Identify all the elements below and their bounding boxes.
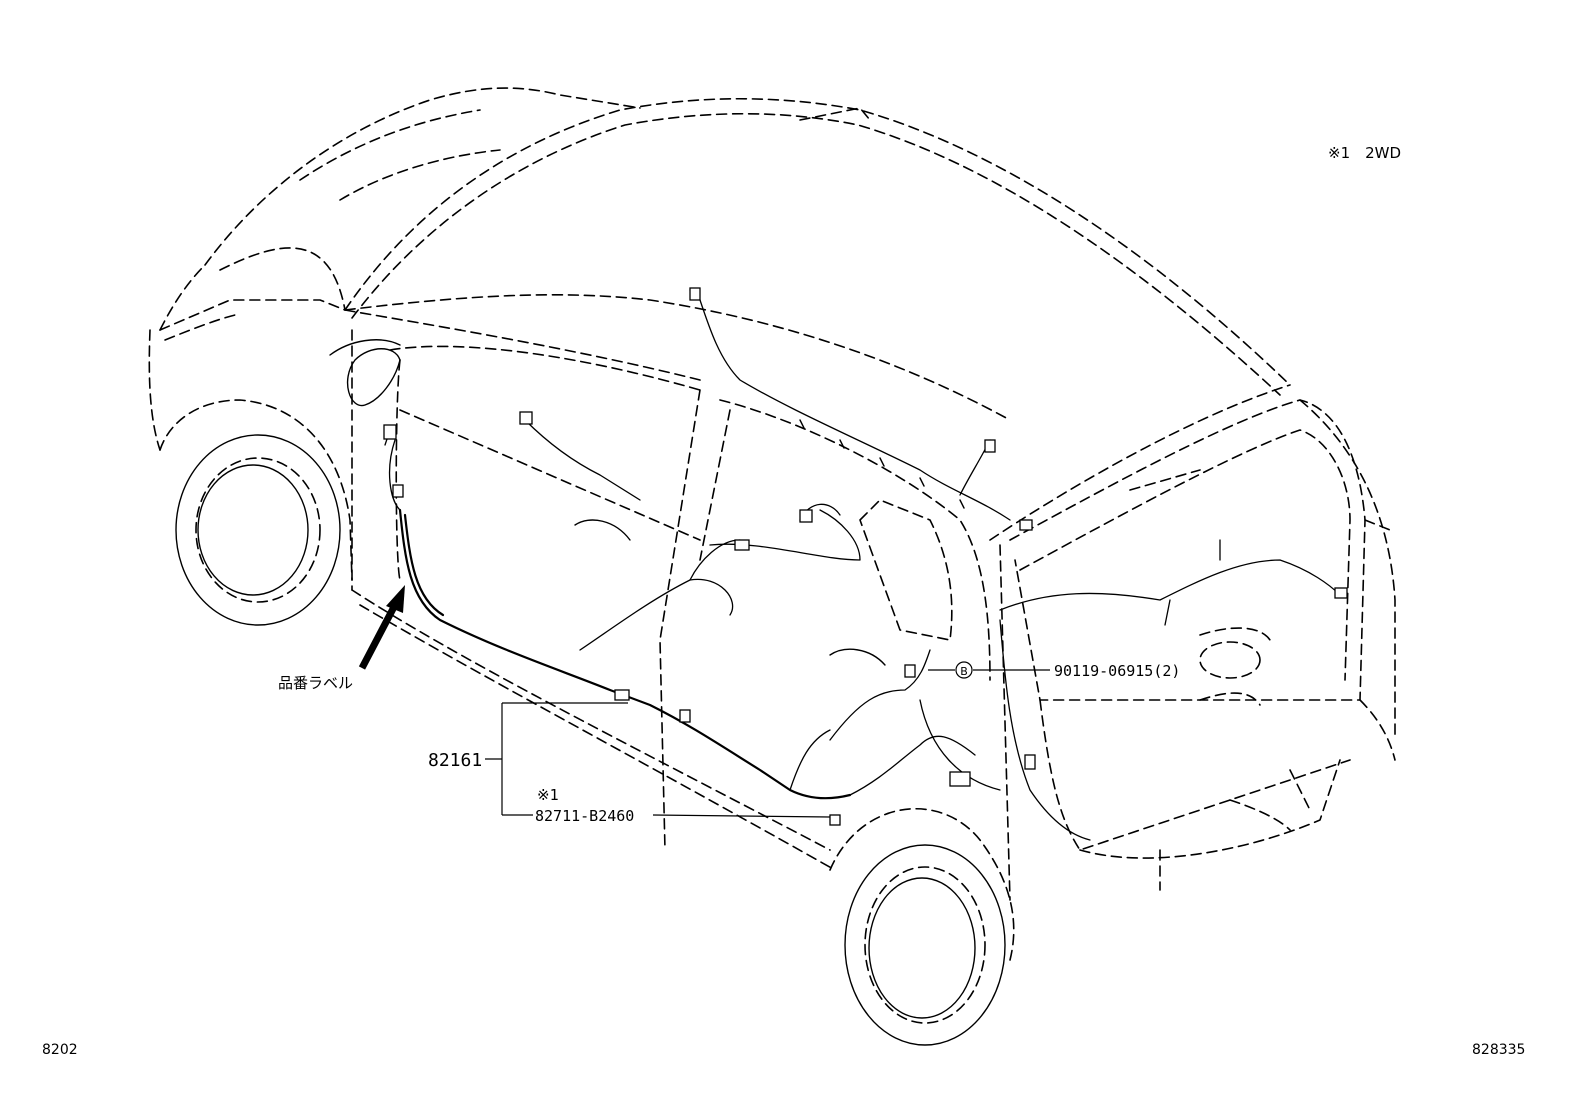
marker-note-1: ※1	[537, 786, 559, 804]
note-2wd: ※1 2WD	[1328, 144, 1401, 162]
part-number-82711: 82711-B2460	[535, 807, 634, 825]
car-body-outline	[148, 87, 1396, 1046]
callout-b: B	[955, 661, 973, 679]
part-label-text: 品番ラベル	[278, 674, 353, 692]
leader-lines	[485, 669, 1050, 818]
callout-b-letter: B	[960, 665, 968, 678]
wire-harness	[383, 287, 1348, 841]
part-number-82161: 82161	[428, 750, 482, 771]
footer-left-code: 8202	[42, 1042, 78, 1058]
footer-right-code: 828335	[1472, 1042, 1525, 1058]
part-number-90119: 90119-06915(2)	[1054, 662, 1180, 680]
part-label-arrow	[358, 585, 405, 670]
